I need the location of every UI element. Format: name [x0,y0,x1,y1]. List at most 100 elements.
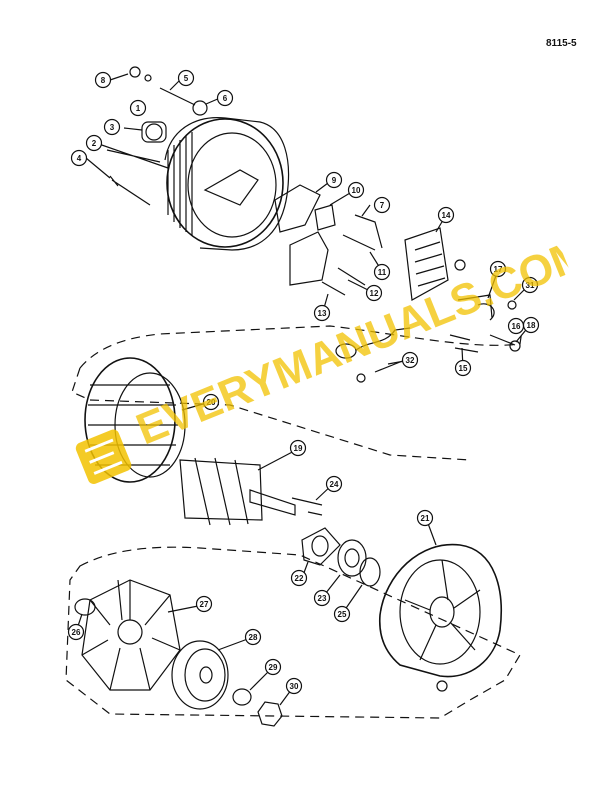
callout-number: 29 [269,663,278,672]
callout-number: 23 [318,594,327,603]
callout-circle [325,171,343,189]
callout-circle [437,206,455,224]
callout-30: 30 [285,677,303,695]
nut-part-8 [129,66,141,78]
callout-number: 28 [249,633,258,642]
callout-number: 11 [378,268,387,277]
callout-number: 2 [92,139,97,148]
callout-circle [333,605,351,623]
callout-number: 18 [527,321,536,330]
screws-part-24 [291,497,323,516]
callout-number: 31 [526,281,535,290]
callout-number: 32 [406,356,415,365]
pulley-part-28 [171,640,229,710]
callout-number: 9 [332,176,337,185]
callout-circle [454,359,472,377]
callout-18: 18 [522,316,540,334]
callout-23: 23 [313,589,331,607]
stator-housing [164,117,290,251]
callout-19: 19 [289,439,307,457]
callout-5: 5 [177,69,195,87]
callout-6: 6 [216,89,234,107]
callout-number: 3 [110,123,115,132]
callout-circle [290,569,308,587]
nut-part-30 [257,701,283,727]
callout-10: 10 [347,181,365,199]
callout-12: 12 [365,284,383,302]
bracket-part-7 [354,214,383,249]
group-outline-stator-rotor-lower [71,367,471,461]
callout-number: 22 [295,574,304,583]
bearing-part-23 [337,539,367,577]
callout-22: 22 [290,569,308,587]
callout-number: 14 [442,211,451,220]
callout-circle [94,71,112,89]
callout-7: 7 [373,196,391,214]
callout-circle [373,196,391,214]
callout-circle [85,134,103,152]
callout-13: 13 [313,304,331,322]
screw-part-11 [342,234,376,251]
screw-part-13 [321,281,346,296]
callout-number: 17 [494,265,503,274]
callout-circle [373,263,391,281]
callout-circle [216,89,234,107]
callout-4: 4 [70,149,88,167]
callout-26: 26 [67,623,85,641]
page-code: 8115-5 [546,38,577,49]
callout-circle [365,284,383,302]
callout-number: 26 [72,628,81,637]
callout-31: 31 [521,276,539,294]
callout-circle [521,276,539,294]
bracket-part-16-17 [457,294,493,319]
callout-number: 21 [421,514,430,523]
callout-circle [313,304,331,322]
washer-part-29 [232,688,252,706]
callout-circle [177,69,195,87]
screw-part-5 [159,87,196,106]
callout-3: 3 [103,118,121,136]
fan-part-27 [81,579,181,691]
callout-circle [416,509,434,527]
callout-1: 1 [129,99,147,117]
watermark-logo [75,429,132,484]
callout-circle [202,393,220,411]
rotor-part-19 [179,457,296,526]
callout-14: 14 [437,206,455,224]
callout-24: 24 [325,475,343,493]
callout-21: 21 [416,509,434,527]
regulator-part-9 [274,184,321,233]
callout-9: 9 [325,171,343,189]
callout-number: 30 [290,682,299,691]
callout-25: 25 [333,605,351,623]
rectifier-part-14 [404,227,449,301]
callout-circle [325,475,343,493]
callout-32: 32 [401,351,419,369]
retainer-part-22 [301,527,341,566]
callout-circle [103,118,121,136]
callout-circle [401,351,419,369]
callout-circle [264,658,282,676]
callout-circle [285,677,303,695]
callout-number: 6 [223,94,228,103]
callout-circle [489,260,507,278]
callout-circle [313,589,331,607]
through-bolt-part-4 [109,175,151,206]
callout-circle [70,149,88,167]
callout-number: 24 [330,480,339,489]
callout-circle [347,181,365,199]
spacer-part-26 [74,598,96,616]
callout-16: 16 [507,317,525,335]
callout-20: 20 [202,393,220,411]
callout-number: 5 [184,74,189,83]
callout-number: 4 [77,154,82,163]
callout-number: 13 [318,309,327,318]
callout-11: 11 [373,263,391,281]
washer-part-31 [507,300,517,310]
callout-number: 15 [459,364,468,373]
callout-28: 28 [244,628,262,646]
callout-number: 7 [380,201,385,210]
callout-circle [289,439,307,457]
callout-number: 1 [136,104,141,113]
